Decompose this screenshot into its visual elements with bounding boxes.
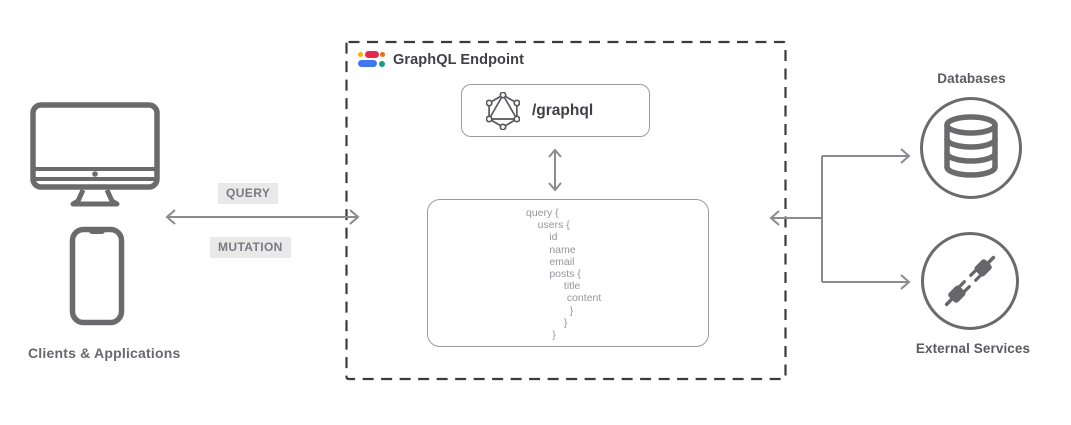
query-badge: QUERY [218,183,279,205]
graphql-route-box: /graphql [461,84,650,137]
clients-label: Clients & Applications [28,345,181,361]
endpoint-logo-icon [358,51,385,67]
logo-blue-pill [358,60,377,67]
databases-circle [920,97,1022,199]
logo-yellow-dot [358,52,363,57]
external-services-circle [921,232,1019,330]
plugs-icon [944,255,996,307]
logo-orange-dot [380,52,385,57]
mutation-badge: MUTATION [210,237,291,259]
logo-green-dot [378,60,385,67]
external-services-label: External Services [915,341,1031,356]
route-resolver-arrow [548,148,562,192]
query-code: query { users { id name email posts { ti… [526,207,602,342]
backend-branch-connector [769,148,911,290]
endpoint-dashed-border [345,40,787,381]
databases-label: Databases [937,71,1006,86]
clients-endpoint-arrow [165,209,360,225]
desktop-monitor-icon [30,102,160,207]
graphql-logo-icon [486,91,520,130]
database-icon [944,114,998,178]
graphql-route-label: /graphql [532,101,594,119]
smartphone-icon [69,226,125,326]
endpoint-title: GraphQL Endpoint [393,52,525,68]
query-code-box: query { users { id name email posts { ti… [427,199,709,347]
logo-red-pill [364,51,379,58]
